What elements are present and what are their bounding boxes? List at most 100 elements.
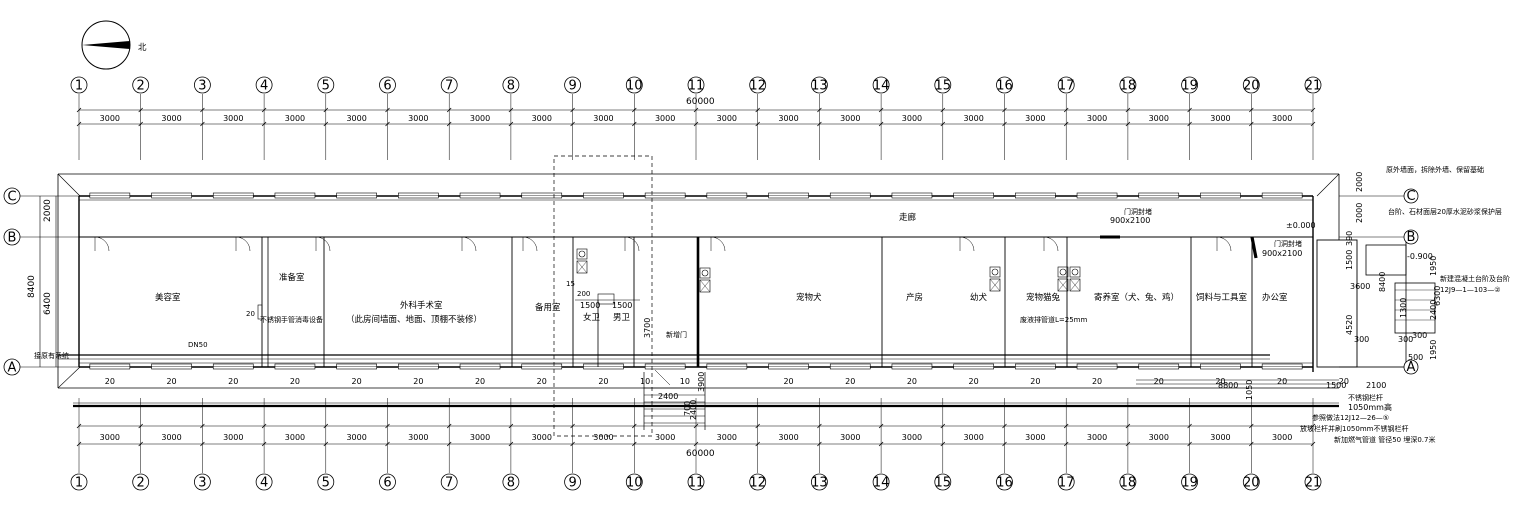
corner-diag-bl (57, 366, 81, 389)
sink-icon (578, 250, 586, 258)
axis-number-7: 7 (445, 476, 453, 491)
dim-bay-top: 3000 (1272, 114, 1292, 123)
axis-number-6: 6 (383, 476, 391, 491)
fixture-box (699, 279, 711, 293)
dim-right-6300: 6300 (1433, 286, 1442, 306)
corner-diag-tr (1316, 173, 1340, 197)
axis-number-11: 11 (688, 476, 705, 491)
dim-bay-top: 3000 (1149, 114, 1169, 123)
dim-bay-bottom: 3000 (1272, 433, 1292, 442)
axis-number-4: 4 (260, 476, 268, 491)
axis-number-18: 18 (1120, 79, 1137, 94)
dim-bay-top: 3000 (408, 114, 428, 123)
dim-bay-bottom: 3000 (593, 433, 613, 442)
dim-right-2000b: 2000 (1355, 203, 1364, 223)
axis-bubble (1181, 76, 1198, 94)
axis-number-8: 8 (507, 79, 515, 94)
axis-bubble (502, 76, 520, 94)
dim-window: 20 (1215, 377, 1225, 386)
room-surgery: 外科手术室 (400, 300, 443, 311)
dim-bay-top: 3000 (161, 114, 181, 123)
plan-dynamic-layer: 1122334455667788991010111112121313141415… (7, 79, 1415, 491)
dim-bay-bottom: 3000 (717, 433, 737, 442)
room-bedding: 备用室 (535, 302, 561, 313)
axis-number-9: 9 (568, 79, 576, 94)
room-surgery-note: （此房间墙面、地面、顶棚不装修） (346, 314, 482, 325)
dim-bay-bottom: 3000 (100, 433, 120, 442)
dim-right-1950a: 1950 (1429, 256, 1438, 276)
axis-number-3: 3 (198, 476, 206, 491)
axis-number-20: 20 (1243, 79, 1260, 94)
dim-window: 20 (475, 377, 485, 386)
fixture-box (989, 278, 1001, 292)
fixture-x2 (699, 279, 711, 293)
dim-bay-top: 3000 (902, 114, 922, 123)
room-feed-tools: 饲料与工具室 (1196, 292, 1248, 303)
sink-box (989, 266, 1001, 278)
axis-number-2: 2 (137, 476, 145, 491)
axis-number-18: 18 (1120, 476, 1137, 491)
dim-bay-bottom: 3000 (963, 433, 983, 442)
axis-bubble (1181, 473, 1198, 491)
dim-step-700: 700 (683, 401, 692, 416)
axis-bubble (379, 76, 396, 94)
note-railing-2: 放坡栏杆并刷1050mm不锈钢栏杆 (1300, 424, 1408, 433)
axis-bubble (1304, 76, 1322, 94)
dim-window: 20 (1030, 377, 1040, 386)
axis-bubble (193, 473, 211, 491)
fixture-box (576, 260, 588, 274)
note-dim-200: 200 (577, 290, 590, 298)
door-swing (461, 236, 477, 252)
dim-bay-top: 3000 (1087, 114, 1107, 123)
dim-window: 10 (680, 377, 690, 386)
dim-window: 20 (783, 377, 793, 386)
dim-bay-top: 3000 (532, 114, 552, 123)
note-gas: 新加燃气管道 管径50 埋深0.7米 (1334, 435, 1436, 444)
axis-bubble (687, 473, 705, 491)
note-stair-1: 新建混凝土台阶及台阶 (1440, 274, 1510, 283)
stainless-sink (257, 304, 263, 320)
axis-number-4: 4 (260, 79, 268, 94)
axis-number-17: 17 (1058, 476, 1075, 491)
room-pet-cat-rabbit: 宠物猫兔 (1026, 292, 1061, 303)
axis-number-10: 10 (626, 476, 643, 491)
dim-total-bottom: 60000 (686, 449, 715, 459)
axis-number-13: 13 (811, 79, 828, 94)
axis-bubble (749, 76, 767, 94)
blocked-door-2 (1250, 236, 1258, 259)
note-wc-1500b: 1500 (612, 301, 632, 310)
sink-icon (701, 269, 709, 277)
dim-window: 20 (105, 377, 115, 386)
axis-bubble (70, 76, 88, 94)
axis-number-2: 2 (137, 79, 145, 94)
note-elevation-0: ±0.000 (1286, 221, 1316, 230)
dim-step-2400v: 2400 (689, 400, 698, 420)
axis-bubble (255, 76, 273, 94)
axis-bubble (996, 473, 1013, 491)
dim-bay-bottom: 3000 (1149, 433, 1169, 442)
note-drain-pipe: 废液排管道L=25mm (1020, 315, 1087, 324)
sink-box (1069, 266, 1081, 278)
room-office: 办公室 (1262, 292, 1288, 303)
dim-right-2100: 2100 (1366, 381, 1386, 390)
step-door (654, 369, 671, 386)
dim-right-300c: 300 (1412, 331, 1427, 340)
axis-bubble (811, 76, 828, 94)
plan-lines (3, 76, 1436, 491)
axis-letter-A: A (8, 361, 17, 376)
dim-left-total: 8400 (27, 275, 37, 298)
dim-window: 20 (537, 377, 547, 386)
axis-number-5: 5 (322, 79, 330, 94)
fixture-x2 (576, 260, 588, 274)
axis-number-7: 7 (445, 79, 453, 94)
axis-number-20: 20 (1243, 476, 1260, 491)
room-women-wc: 女卫 (583, 312, 601, 323)
axis-bubble (193, 76, 211, 94)
dim-right-4520: 4520 (1345, 315, 1354, 335)
dim-right-2000: 2000 (1355, 172, 1364, 192)
axis-bubble (1057, 473, 1075, 491)
note-stainless-sink: 不锈钢手管消毒设备 (260, 315, 323, 324)
axis-number-17: 17 (1058, 79, 1075, 94)
note-railing: 不锈钢栏杆 (1348, 393, 1383, 402)
dim-right-390: 390 (1345, 231, 1354, 246)
